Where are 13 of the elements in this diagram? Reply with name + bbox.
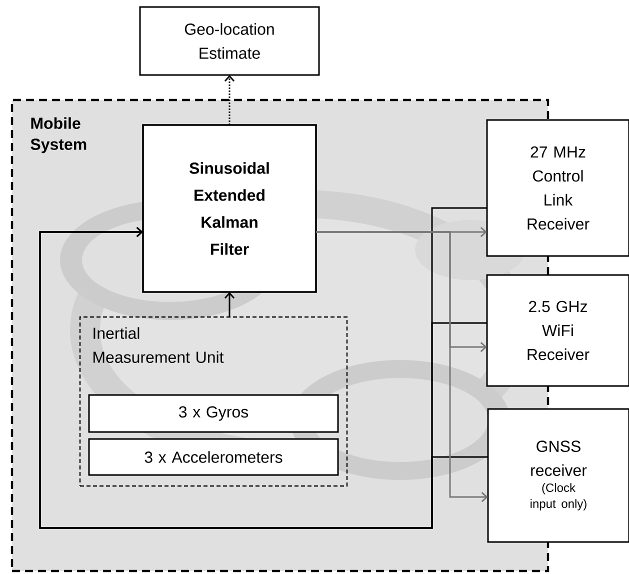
receiver-box: 27 MHz Control Link Receiver: [486, 119, 629, 257]
arrow: [224, 75, 235, 125]
output-box: Geo-location Estimate: [139, 6, 320, 76]
sensor-box: 3 x Accelerometers: [88, 438, 339, 476]
filter-box: Sinusoidal Extended Kalman Filter: [142, 124, 317, 293]
group-heading: Inertial Measurement Unit: [94, 327, 224, 363]
boundary-heading: Mobile System: [30, 117, 86, 154]
sensor-box: 3 x Gyros: [88, 394, 339, 433]
arrow: [224, 292, 235, 317]
receiver-box: GNSS receiver (Clock input only): [487, 408, 629, 543]
receiver-box: 2.5 GHz WiFi Receiver: [486, 274, 629, 387]
arrow: [316, 231, 488, 502]
sensor-group: [79, 316, 348, 487]
